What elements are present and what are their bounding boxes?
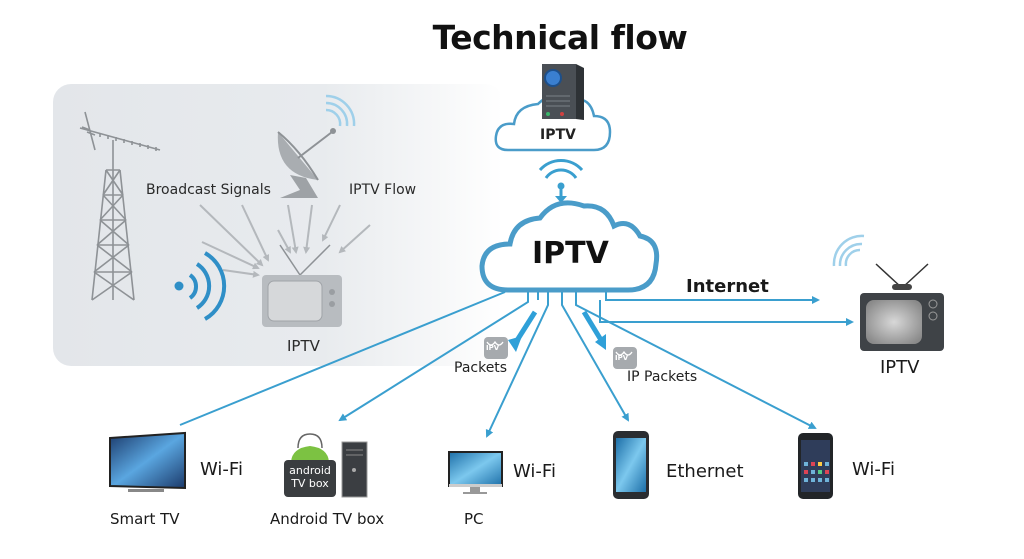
broadcast-arrows xyxy=(199,204,371,278)
android-tv-box-label: Android TV box xyxy=(270,510,385,528)
line-to-smart-tv xyxy=(179,291,506,426)
packet-badge-text: IPV xyxy=(615,354,629,362)
pc-monitor-icon xyxy=(448,451,503,494)
phone-wifi-connection-label: Wi-Fi xyxy=(852,459,895,480)
smartphone-icon xyxy=(798,433,833,499)
wifi-signal-icon xyxy=(174,251,227,321)
packet-badge-icon xyxy=(484,337,508,359)
wifi-signal-icon xyxy=(832,234,865,267)
packet-arrows xyxy=(508,310,606,352)
page-title: Technical flow xyxy=(432,18,688,57)
smart-tv-icon xyxy=(109,431,186,492)
connection-lines xyxy=(179,291,854,438)
smart-tv-connection-label: Wi-Fi xyxy=(200,459,243,480)
satellite-dish-icon xyxy=(277,128,336,198)
legacy-tv-label: IPTV xyxy=(287,337,320,355)
line-to-pc xyxy=(485,292,549,438)
line-to-phone-wifi xyxy=(575,292,817,429)
android-box-text-1: android xyxy=(289,464,331,477)
line-to-phone-ethernet xyxy=(561,292,629,422)
packet-badge-icon xyxy=(613,347,637,369)
internet-label: Internet xyxy=(686,276,769,297)
ip-packets-label: IP Packets xyxy=(627,369,698,385)
pc-label: PC xyxy=(464,510,484,528)
legacy-tv-icon xyxy=(262,244,342,327)
main-iptv-cloud xyxy=(479,200,660,293)
packet-badge-text: IPV xyxy=(486,344,500,352)
line-to-android-box xyxy=(338,292,529,422)
iptv-flow-label: IPTV Flow xyxy=(349,182,417,198)
server-icon xyxy=(542,64,584,120)
right-tv-label: IPTV xyxy=(880,357,920,378)
android-box-text-2: TV box xyxy=(290,477,329,490)
broadcast-signals-label: Broadcast Signals xyxy=(146,182,271,198)
iptv-tv-icon xyxy=(860,263,944,351)
packets-label: Packets xyxy=(454,360,508,376)
main-cloud-label: IPTV xyxy=(532,236,609,271)
broadcast-tower-icon xyxy=(79,111,161,301)
satellite-signal-icon xyxy=(325,94,356,127)
android-tv-box-icon: android TV box xyxy=(284,433,336,497)
line-to-right-tv xyxy=(599,300,854,326)
phone-ethernet-connection-label: Ethernet xyxy=(666,461,744,482)
pc-connection-label: Wi-Fi xyxy=(513,461,556,482)
smart-tv-label: Smart TV xyxy=(110,510,180,528)
smartphone-icon xyxy=(613,431,649,499)
downlink-wifi-icon xyxy=(538,159,584,203)
desktop-tower-icon xyxy=(341,441,368,498)
server-cloud-label: IPTV xyxy=(540,127,576,143)
line-internet xyxy=(605,292,820,304)
